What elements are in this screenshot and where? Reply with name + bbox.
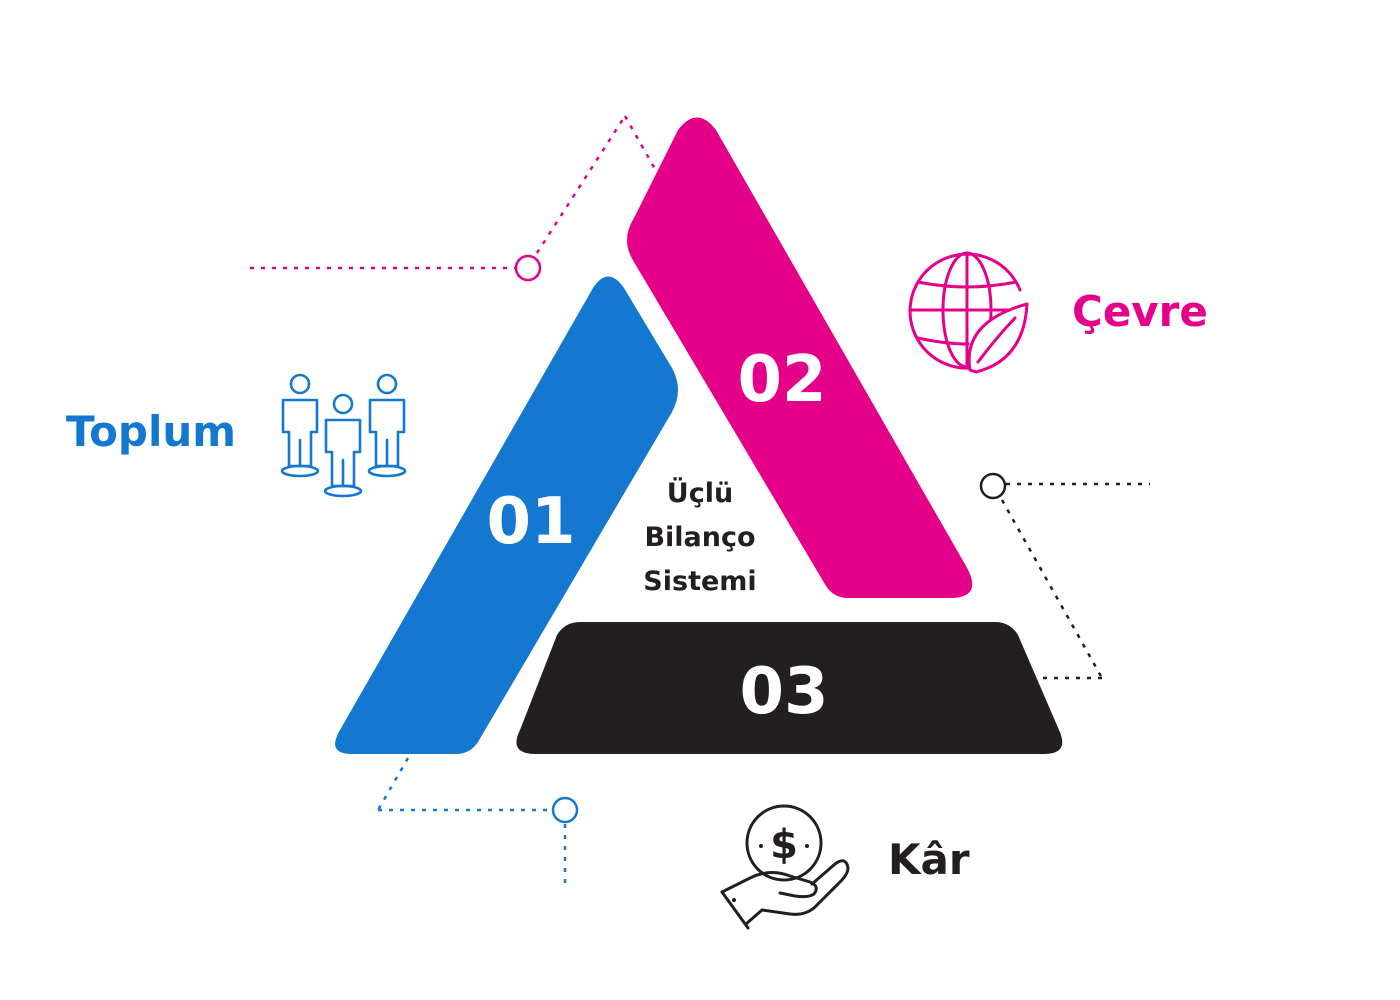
label-environment: Çevre <box>1072 287 1208 336</box>
center-label-line3: Sistemi <box>643 566 756 597</box>
segment-01: 01 <box>335 276 678 754</box>
segment-02-number: 02 <box>737 343 826 417</box>
center-label-line1: Üçlü <box>667 476 733 509</box>
center-label-line2: Bilanço <box>644 522 755 553</box>
label-profit: Kâr <box>888 835 970 884</box>
segment-03-shape <box>516 622 1063 754</box>
connector-society <box>376 757 579 884</box>
center-label: Üçlü Bilanço Sistemi <box>643 476 756 597</box>
segment-02: 02 <box>627 117 973 598</box>
segment-03: 03 <box>516 622 1063 754</box>
money-hand-icon: $ <box>720 804 850 930</box>
segment-01-number: 01 <box>486 485 575 559</box>
segment-02-shape <box>627 117 973 598</box>
label-society: Toplum <box>66 407 236 456</box>
globe-leaf-icon <box>908 251 1029 374</box>
segment-03-number: 03 <box>739 655 828 729</box>
connector-profit <box>979 472 1150 680</box>
segment-01-shape <box>335 276 678 754</box>
people-icon <box>280 373 407 498</box>
connector-environment <box>250 115 662 282</box>
dollar-sign: $ <box>770 822 798 868</box>
